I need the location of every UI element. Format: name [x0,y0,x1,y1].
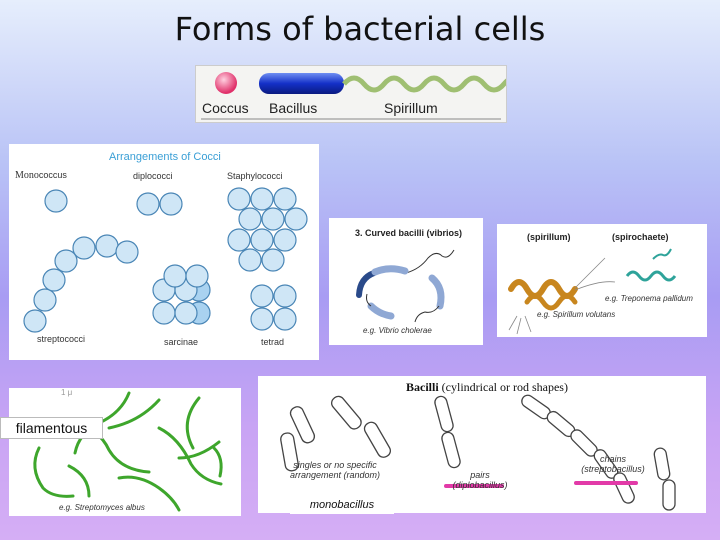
treponema-example: e.g. Treponema pallidum [605,294,693,303]
vibrio-heading: 3. Curved bacilli (vibrios) [355,228,463,238]
singles-label: singles or no specific arrangement (rand… [289,460,381,480]
streptomyces-example: e.g. Streptomyces albus [59,503,145,512]
bacilli-heading-bold: Bacilli [406,380,439,394]
sarcinae-label: sarcinae [164,337,199,347]
bacilli-heading-rest: (cylindrical or rod shapes) [441,380,568,394]
micron-scale: 1 μ [61,388,73,397]
cell-shapes-figure: Coccus Bacillus Spirillum [195,65,507,123]
vibrio-graphic [356,249,455,323]
mono-suffix: coccus [38,170,67,180]
monococcus-label: Monococcus [15,170,67,181]
page-title: Forms of bacterial cells [174,10,546,48]
cocci-graphic [23,187,308,333]
filamentous-tag: filamentous [0,417,103,439]
streptococci-label: streptococci [37,334,86,344]
spirillum-shape [342,75,506,93]
spirochaete-heading: (spirochaete) [612,232,669,242]
filament-graphic [33,391,223,512]
monobacillus-tag: monobacillus [290,496,394,514]
coccus-shape [215,72,237,94]
spirillum-example: e.g. Spirillum volutans [537,310,616,319]
filamentous-figure: e.g. Streptomyces albus 1 μ [9,388,241,516]
staphylococci-label: Staphylococci [227,171,283,181]
mono-prefix: Mono [15,170,39,181]
bacilli-heading: Bacilli (cylindrical or rod shapes) [406,380,568,395]
vibrio-example: e.g. Vibrio cholerae [363,326,432,335]
pairs-label: pairs (diplobacillus) [452,470,508,490]
tetrad-label: tetrad [261,337,285,347]
diplococci-label: diplococci [133,171,173,181]
bacillus-shape [259,73,344,94]
cell-shapes-graphic [201,72,506,120]
vibrio-figure: 3. Curved bacilli (vibrios) e.g. Vibrio … [329,218,483,345]
spirillum-label: Spirillum [384,100,438,116]
coccus-label: Coccus [202,100,249,116]
cocci-arrangements-figure: Arrangements of Cocci Monococcus diploco… [9,144,319,360]
bacilli-figure: Bacilli (cylindrical or rod shapes) sing… [258,376,706,513]
spiral-forms-figure: (spirillum) (spirochaete) e.g. Treponema… [497,224,707,337]
chains-label: chains (streptobacillus) [581,454,645,474]
cocci-heading: Arrangements of Cocci [109,151,221,163]
bacillus-label: Bacillus [269,100,318,116]
spiral-graphic [508,248,677,335]
spirillum-heading: (spirillum) [527,232,571,242]
bacilli-graphic [280,394,676,511]
